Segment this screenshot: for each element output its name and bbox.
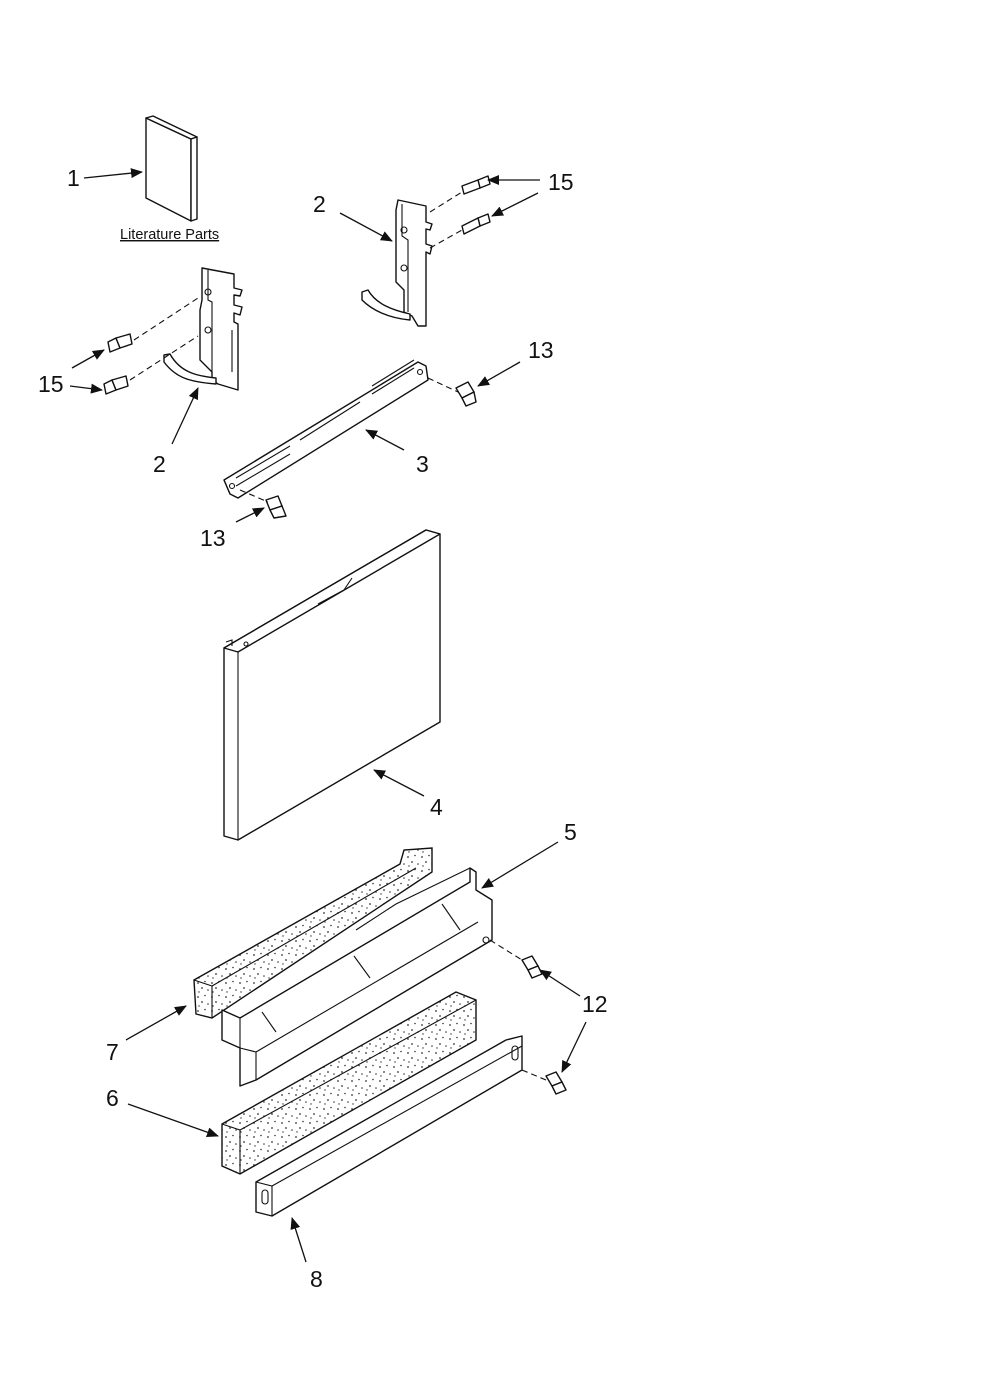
door-panel: [223, 529, 441, 841]
callout-15-left: 15: [38, 371, 64, 397]
callout-5: 5: [564, 819, 577, 845]
leader-lines: [69, 168, 587, 1263]
screw-15-lower-left: [103, 375, 129, 395]
callout-8: 8: [310, 1266, 323, 1292]
toe-panel-bracket: [221, 867, 493, 1087]
callout-3: 3: [416, 451, 429, 477]
screw-12-upper: [521, 955, 543, 979]
callout-7: 7: [106, 1039, 119, 1065]
left-hinge-bracket: [163, 267, 243, 391]
callout-12: 12: [582, 991, 608, 1017]
upper-foam-insulation: [193, 847, 433, 1019]
screw-15-upper-left: [107, 333, 133, 353]
screw-15-lower-right: [461, 213, 491, 235]
callout-15-right: 15: [548, 169, 574, 195]
right-hinge-bracket: [361, 199, 433, 327]
callout-2-left: 2: [153, 451, 166, 477]
callout-labels: 1 2 15 15 2 3 13 13 4 5 12 7 6 8: [38, 165, 608, 1292]
screw-15-upper-right: [461, 175, 491, 195]
lower-foam-insulation: [221, 991, 477, 1175]
callout-4: 4: [430, 794, 443, 820]
literature-parts-label: Literature Parts: [120, 227, 219, 243]
screw-13-upper: [455, 381, 477, 407]
literature-booklet: [145, 115, 198, 222]
screw-13-lower: [265, 495, 287, 519]
screw-12-lower: [545, 1071, 567, 1095]
callout-13-lower: 13: [200, 525, 226, 551]
callout-6: 6: [106, 1085, 119, 1111]
mounting-rail: [223, 359, 429, 499]
callout-2-right: 2: [313, 191, 326, 217]
callout-1: 1: [67, 165, 80, 191]
callout-13-upper: 13: [528, 337, 554, 363]
alignment-lines: [129, 191, 547, 1081]
